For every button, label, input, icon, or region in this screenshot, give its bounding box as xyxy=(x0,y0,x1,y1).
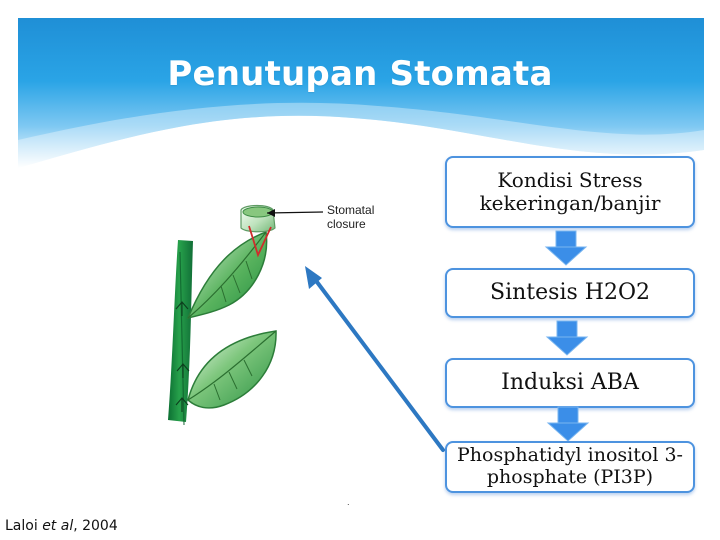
up-arrow-icon xyxy=(175,397,189,412)
banner-wave-highlight xyxy=(18,102,704,168)
diagonal-arrow-icon xyxy=(305,266,322,289)
lower-leaf-veinlets xyxy=(213,359,253,401)
page-title: Penutupan Stomata xyxy=(167,54,553,94)
flow-step-4: Phosphatidyl inositol 3-phosphate (PI3P) xyxy=(445,441,695,493)
down-arrow-icon xyxy=(545,320,589,356)
banner-shape xyxy=(18,102,704,168)
pointer-arrowhead-icon xyxy=(267,209,275,217)
flow-step-3: Induksi ABA xyxy=(445,358,695,408)
citation-suffix: , 2004 xyxy=(73,518,118,534)
upper-leaf xyxy=(186,230,268,320)
plant-stem xyxy=(168,240,193,422)
lower-leaf-vein xyxy=(187,330,277,401)
diagonal-arrow-line xyxy=(312,276,445,452)
flow-step-1: Kondisi Stress kekeringan/banjir xyxy=(445,156,695,228)
stomatal-closure-marker-icon xyxy=(248,225,272,258)
up-arrow-icon xyxy=(175,301,189,316)
header-banner xyxy=(18,18,704,168)
flow-step-2: Sintesis H2O2 xyxy=(445,268,695,318)
upper-leaf-veinlets xyxy=(220,260,253,303)
banner-wave xyxy=(18,115,704,168)
down-arrow-icon xyxy=(544,230,588,266)
down-arrow-icon xyxy=(546,406,590,442)
upper-leaf-vein xyxy=(187,231,267,319)
citation-italic: et al xyxy=(42,518,74,534)
pointer-line xyxy=(266,211,324,214)
citation: Laloi et al, 2004 xyxy=(5,518,118,534)
citation-prefix: Laloi xyxy=(5,518,43,534)
stem-center-line xyxy=(179,251,185,426)
stomatal-closure-label: Stomatal closure xyxy=(327,203,375,231)
stomata-opening xyxy=(242,206,274,218)
small-dot: . xyxy=(347,498,350,507)
up-arrow-icon xyxy=(176,363,190,378)
